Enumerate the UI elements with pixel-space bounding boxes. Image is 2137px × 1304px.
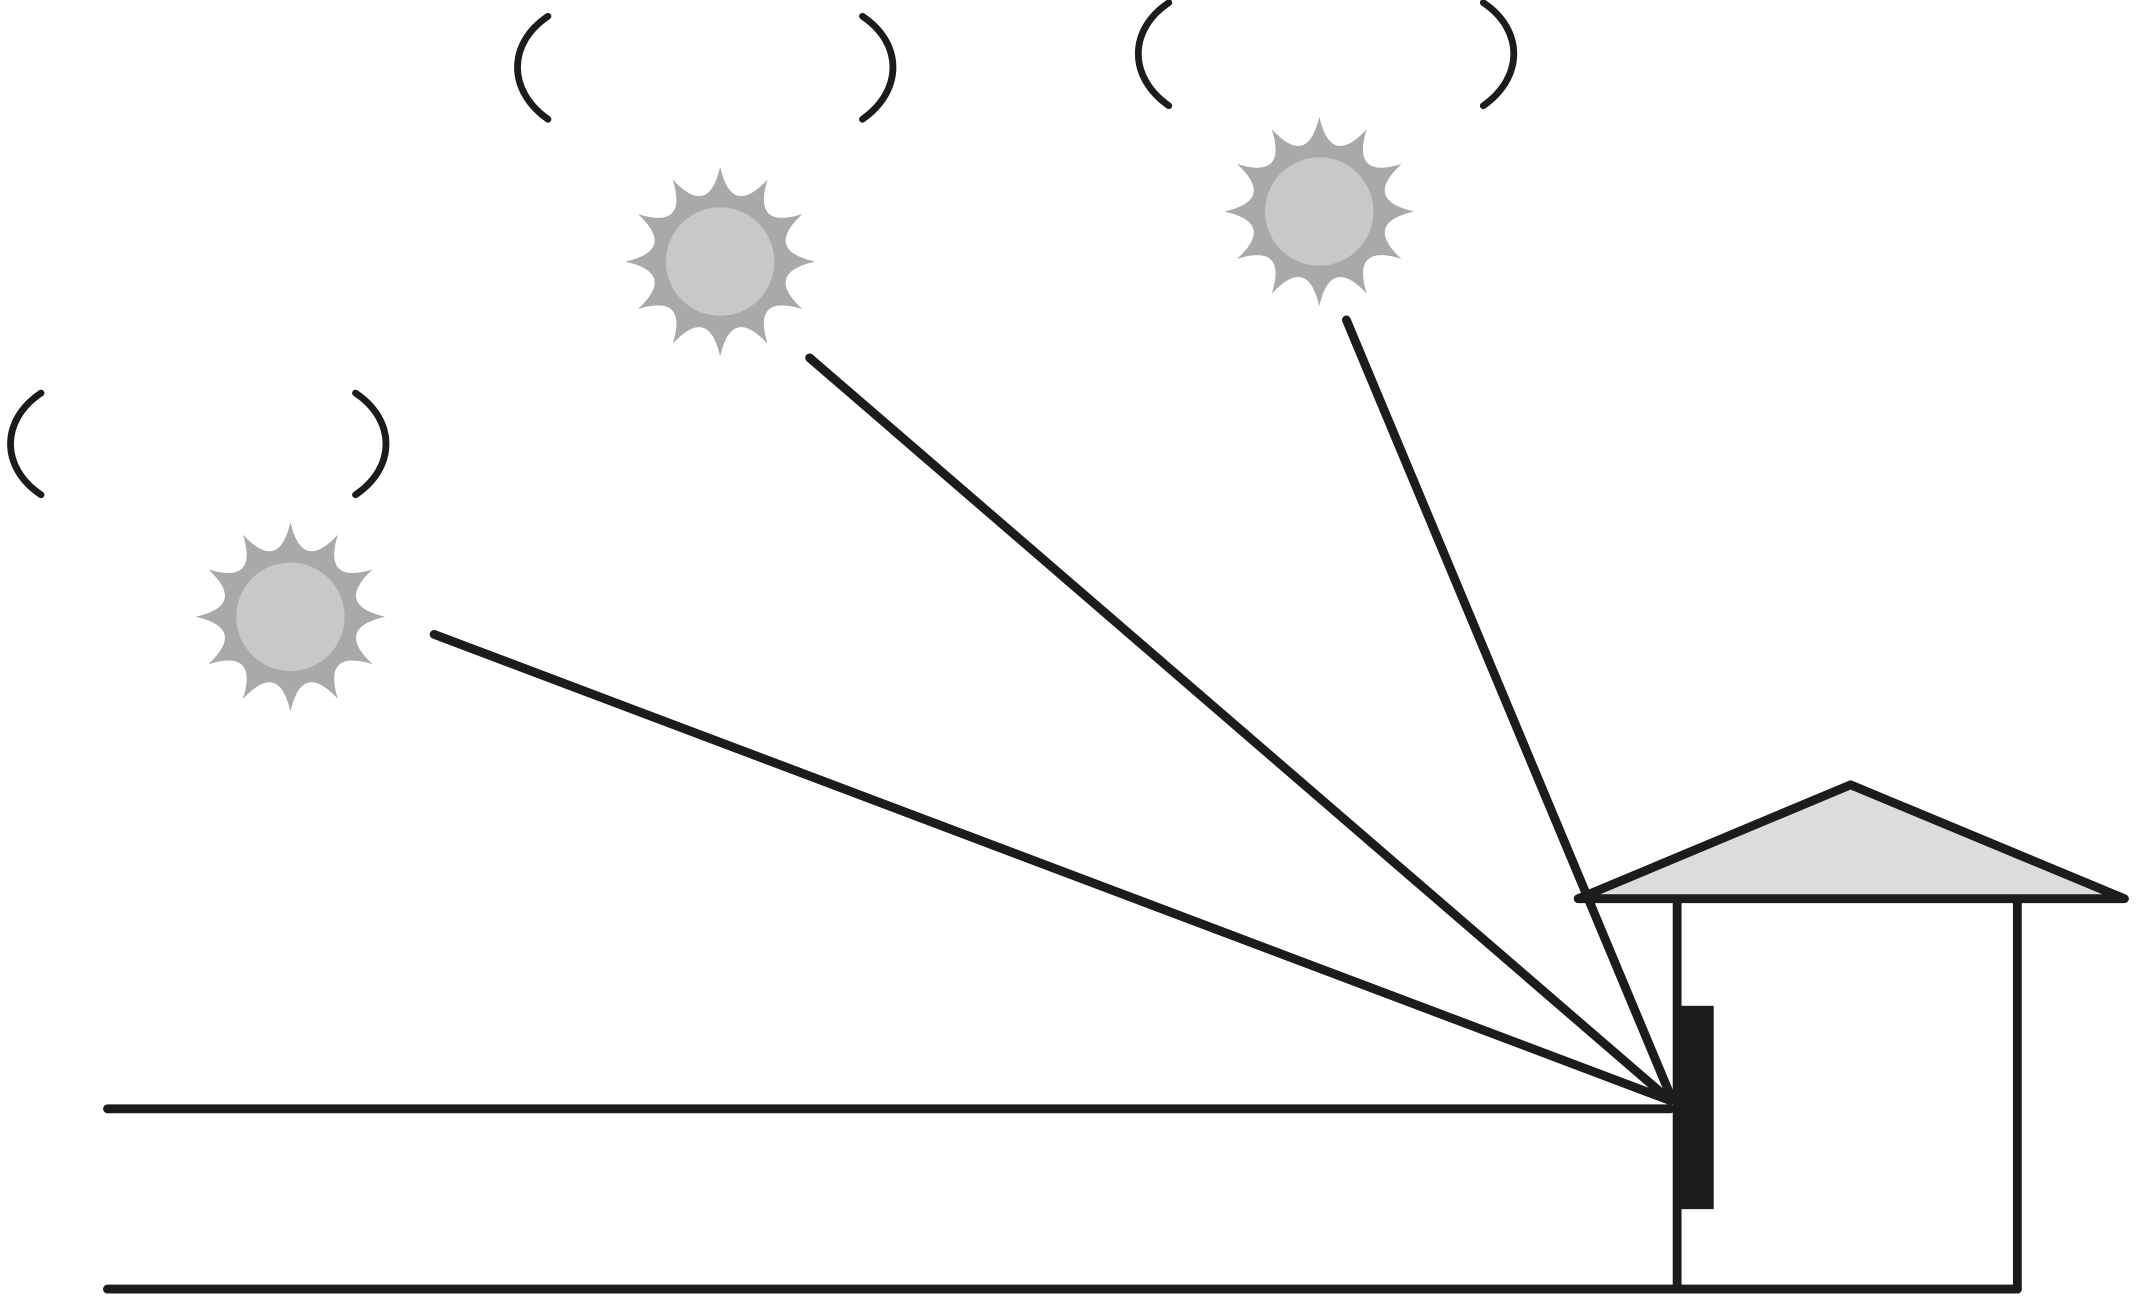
sun-core bbox=[1265, 157, 1374, 266]
sun-core bbox=[665, 207, 775, 316]
sun-ray-middle bbox=[805, 353, 1675, 1106]
sun-ray-high bbox=[1341, 315, 1675, 1100]
label-bracket-low bbox=[7, 389, 390, 499]
sun-icon bbox=[195, 521, 386, 712]
bracket-icon bbox=[7, 389, 45, 499]
house-roof bbox=[1573, 780, 2129, 904]
label-bracket-middle bbox=[514, 12, 897, 123]
bracket-icon bbox=[514, 12, 552, 123]
bracket-icon bbox=[1479, 0, 1517, 110]
window-icon bbox=[1679, 1005, 1714, 1210]
label-bracket-high bbox=[1135, 0, 1517, 110]
sun-ray-low bbox=[429, 629, 1675, 1106]
sun-core bbox=[236, 562, 345, 671]
bracket-icon bbox=[1135, 0, 1173, 110]
bracket-icon bbox=[859, 12, 897, 123]
house-icon bbox=[1573, 780, 2129, 1294]
sun-icon bbox=[1224, 116, 1415, 307]
bracket-icon bbox=[352, 389, 390, 499]
sun-icon bbox=[625, 166, 816, 357]
